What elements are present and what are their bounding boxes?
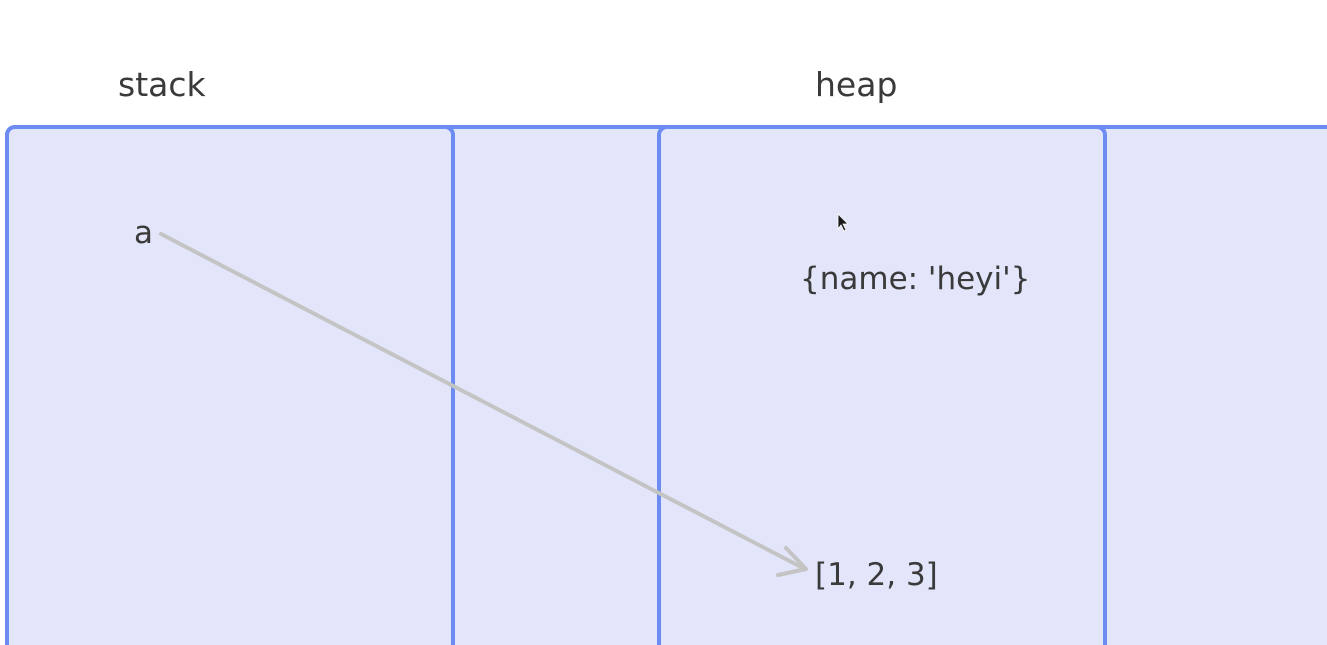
heap-array-value: [1, 2, 3] [815,557,938,593]
stack-var-a: a [134,215,153,251]
stack-label: stack [118,65,206,104]
stack-panel [5,125,455,645]
heap-label: heap [815,65,898,104]
heap-object-value: {name: 'heyi'} [800,261,1031,297]
